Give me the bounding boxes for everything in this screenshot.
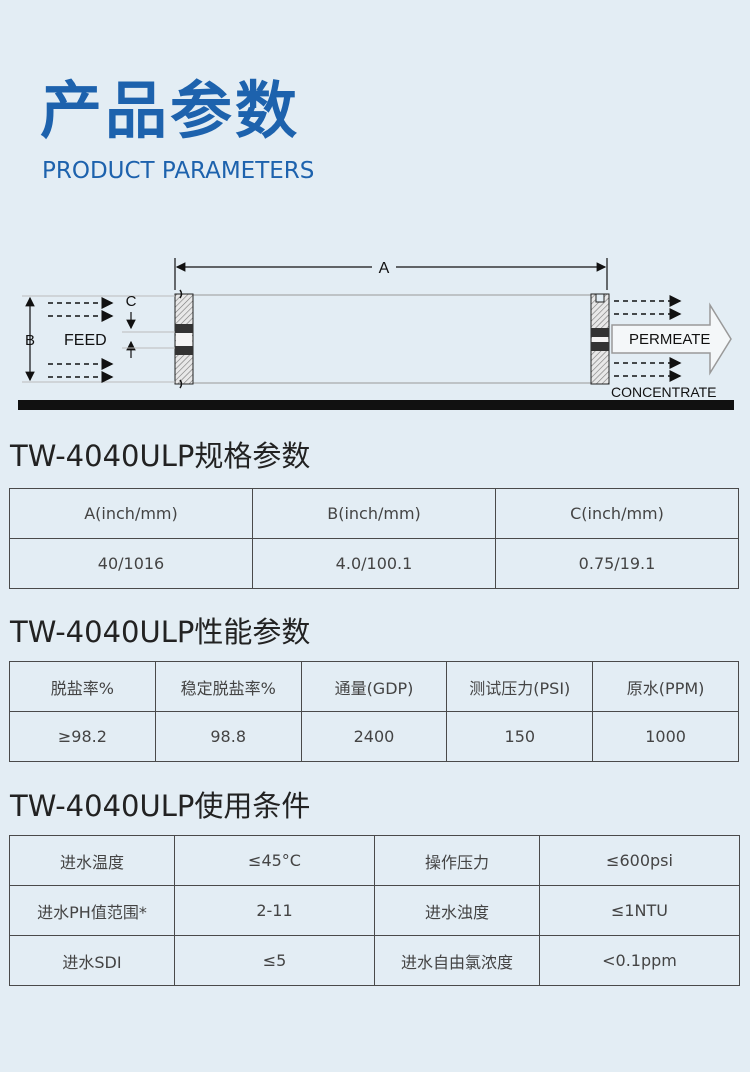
permeate-label: PERMEATE (629, 331, 710, 348)
table-cell: 操作压力 (374, 835, 540, 886)
table-cell: ≤45°C (174, 835, 375, 886)
table-cell: 0.75/19.1 (495, 538, 739, 589)
table-header-cell: 通量(GDP) (300, 661, 448, 712)
table-header-cell: 原水(PPM) (592, 661, 739, 712)
table-cell: 进水浊度 (374, 885, 540, 936)
performance-section-title: TW-4040ULP性能参数 (10, 615, 311, 649)
spec-section-title: TW-4040ULP规格参数 (10, 439, 311, 473)
table-header-cell: 脱盐率% (9, 661, 156, 712)
table-cell: 4.0/100.1 (252, 538, 496, 589)
table-row: 进水SDI ≤5 进水自由氯浓度 <0.1ppm (9, 935, 740, 986)
table-cell: 进水SDI (9, 935, 175, 986)
table-cell: 40/1016 (9, 538, 253, 589)
table-cell: 150 (446, 711, 594, 762)
conditions-table: 进水温度 ≤45°C 操作压力 ≤600psi 进水PH值范围* 2-11 进水… (9, 835, 740, 986)
page-subtitle: PRODUCT PARAMETERS (42, 158, 315, 184)
table-cell: 1000 (592, 711, 739, 762)
table-row: 40/1016 4.0/100.1 0.75/19.1 (9, 538, 739, 589)
dimension-a-label: A (379, 260, 390, 277)
spec-table: A(inch/mm) B(inch/mm) C(inch/mm) 40/1016… (9, 488, 739, 589)
table-cell: ≤1NTU (539, 885, 740, 936)
table-cell: ≤600psi (539, 835, 740, 886)
performance-table: 脱盐率% 稳定脱盐率% 通量(GDP) 测试压力(PSI) 原水(PPM) ≥9… (9, 661, 739, 762)
table-cell: 2400 (300, 711, 448, 762)
table-cell: <0.1ppm (539, 935, 740, 986)
table-row: ≥98.2 98.8 2400 150 1000 (9, 711, 739, 762)
table-header-cell: B(inch/mm) (252, 488, 496, 539)
dimension-b-label: B (25, 332, 35, 349)
membrane-dimension-diagram: A B C FEED PERMEATE CONCENTRATE (18, 257, 734, 410)
table-row: 进水PH值范围* 2-11 进水浊度 ≤1NTU (9, 885, 740, 936)
concentrate-label: CONCENTRATE (611, 384, 717, 400)
feed-label: FEED (64, 332, 107, 349)
table-row: 进水温度 ≤45°C 操作压力 ≤600psi (9, 835, 740, 886)
table-header-cell: A(inch/mm) (9, 488, 253, 539)
permeate-arrow (611, 302, 732, 376)
table-cell: 98.8 (154, 711, 302, 762)
table-header-cell: C(inch/mm) (495, 488, 739, 539)
table-cell: 进水自由氯浓度 (374, 935, 540, 986)
table-cell: 进水温度 (9, 835, 175, 886)
table-cell: 2-11 (174, 885, 375, 936)
conditions-section-title: TW-4040ULP使用条件 (10, 789, 311, 823)
page-title: 产品参数 (40, 74, 301, 147)
table-header-cell: 测试压力(PSI) (446, 661, 594, 712)
table-cell: ≤5 (174, 935, 375, 986)
table-row: A(inch/mm) B(inch/mm) C(inch/mm) (9, 488, 739, 539)
base-bar (18, 400, 734, 410)
table-cell: ≥98.2 (9, 711, 156, 762)
table-row: 脱盐率% 稳定脱盐率% 通量(GDP) 测试压力(PSI) 原水(PPM) (9, 661, 739, 712)
table-cell: 进水PH值范围* (9, 885, 175, 936)
dimension-c-label: C (126, 293, 137, 310)
table-header-cell: 稳定脱盐率% (154, 661, 302, 712)
